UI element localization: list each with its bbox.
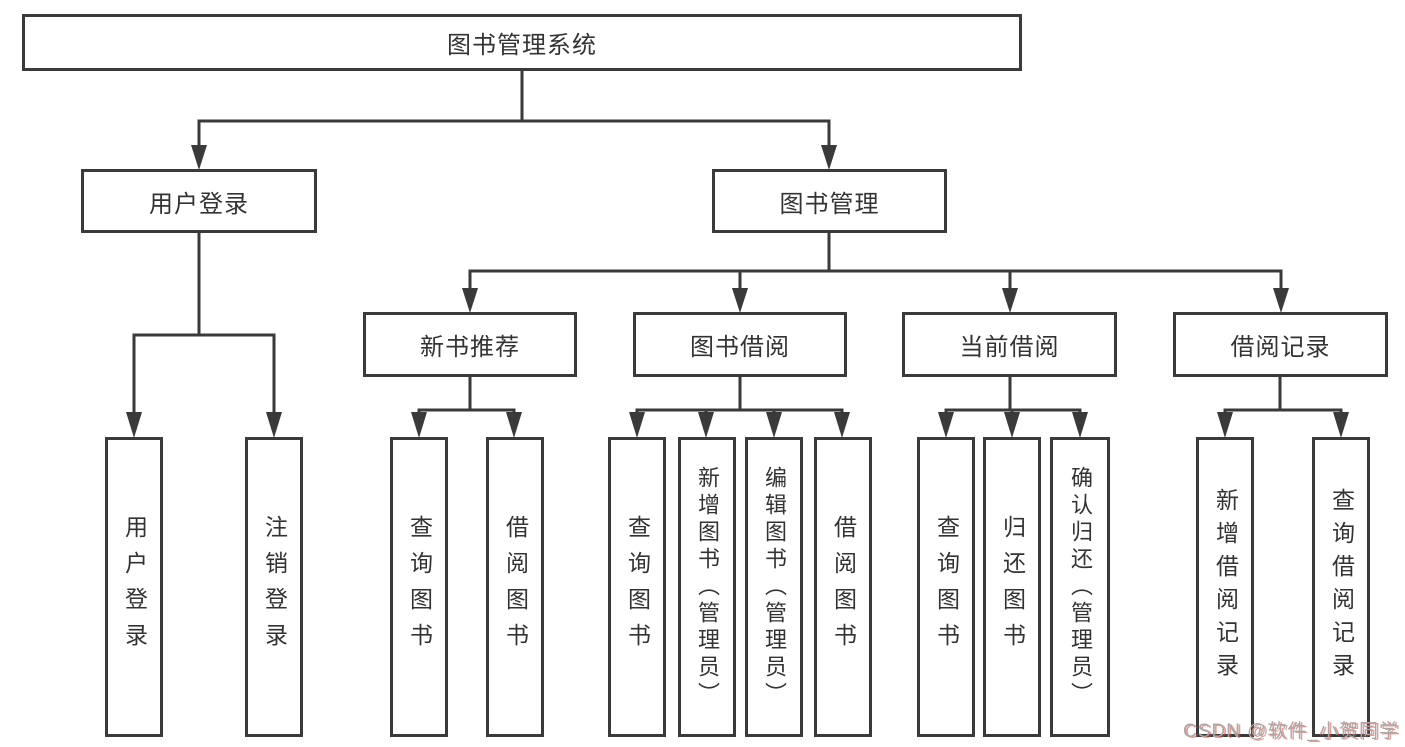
arrow-down-icon xyxy=(266,412,282,438)
node-root: 图书管理系统 xyxy=(22,14,1022,71)
leaf-confirm-return-admin: 确认归还（管理员） xyxy=(1050,437,1110,737)
node-current-borrow-label: 当前借阅 xyxy=(959,334,1060,361)
arrow-down-icon xyxy=(1333,412,1349,438)
leaf-query-books-borrow-label: 查询图书 xyxy=(624,515,651,659)
leaf-logout: 注销登录 xyxy=(245,437,303,737)
leaf-user-login-label: 用户登录 xyxy=(121,515,148,659)
node-current-borrow: 当前借阅 xyxy=(902,312,1117,377)
arrow-down-icon xyxy=(191,145,207,170)
leaf-borrow-books-recommend: 借阅图书 xyxy=(486,437,544,737)
leaf-query-books-recommend: 查询图书 xyxy=(390,437,448,737)
leaf-confirm-return-admin-label: 确认归还（管理员） xyxy=(1068,465,1093,709)
leaf-query-books-current-label: 查询图书 xyxy=(933,515,960,659)
leaf-borrow-books-recommend-label: 借阅图书 xyxy=(502,515,529,659)
leaf-edit-book-admin: 编辑图书（管理员） xyxy=(745,437,803,737)
leaf-add-book-admin-label: 新增图书（管理员） xyxy=(695,465,720,709)
arrow-down-icon xyxy=(1273,288,1289,313)
leaf-query-books-current: 查询图书 xyxy=(917,437,975,737)
leaf-borrow-books-2-label: 借阅图书 xyxy=(830,515,857,659)
leaf-query-borrow-record: 查询借阅记录 xyxy=(1312,437,1370,737)
node-book-borrow: 图书借阅 xyxy=(633,312,847,377)
arrow-down-icon xyxy=(1002,288,1018,313)
leaf-borrow-books-2: 借阅图书 xyxy=(814,437,872,737)
node-user-login: 用户登录 xyxy=(81,169,317,233)
arrow-down-icon xyxy=(1217,412,1233,438)
leaf-edit-book-admin-label: 编辑图书（管理员） xyxy=(762,465,787,709)
leaf-add-borrow-record-label: 新增借阅记录 xyxy=(1212,488,1239,686)
arrow-down-icon xyxy=(629,412,645,438)
node-borrow-records: 借阅记录 xyxy=(1173,312,1388,377)
node-new-book-recommend-label: 新书推荐 xyxy=(420,334,520,361)
node-book-management: 图书管理 xyxy=(712,169,947,233)
leaf-add-book-admin: 新增图书（管理员） xyxy=(678,437,736,737)
arrow-down-icon xyxy=(834,412,850,438)
arrow-down-icon xyxy=(411,412,427,438)
arrow-down-icons xyxy=(126,145,1349,438)
arrow-down-icon xyxy=(126,412,142,438)
watermark: CSDN @软件_小贺同学 xyxy=(1183,721,1399,742)
arrow-down-icon xyxy=(1004,412,1020,438)
node-root-label: 图书管理系统 xyxy=(447,32,597,59)
node-book-management-label: 图书管理 xyxy=(779,190,880,218)
node-user-login-label: 用户登录 xyxy=(149,190,249,218)
leaf-add-borrow-record: 新增借阅记录 xyxy=(1196,437,1254,737)
arrow-down-icon xyxy=(938,412,954,438)
node-borrow-records-label: 借阅记录 xyxy=(1230,334,1331,361)
arrow-down-icon xyxy=(732,288,748,313)
leaf-logout-label: 注销登录 xyxy=(261,515,288,659)
leaf-user-login: 用户登录 xyxy=(105,437,163,737)
leaf-query-books-recommend-label: 查询图书 xyxy=(406,515,433,659)
leaf-query-borrow-record-label: 查询借阅记录 xyxy=(1328,488,1355,686)
arrow-down-icon xyxy=(1072,412,1088,438)
arrow-down-icon xyxy=(698,412,714,438)
leaf-return-books: 归还图书 xyxy=(983,437,1041,737)
arrow-down-icon xyxy=(766,412,782,438)
arrow-down-icon xyxy=(506,412,522,438)
node-new-book-recommend: 新书推荐 xyxy=(363,312,577,377)
node-book-borrow-label: 图书借阅 xyxy=(690,334,790,361)
arrow-down-icon xyxy=(462,288,478,313)
leaf-query-books-borrow: 查询图书 xyxy=(608,437,666,737)
leaf-return-books-label: 归还图书 xyxy=(999,515,1026,659)
arrow-down-icon xyxy=(821,145,837,170)
